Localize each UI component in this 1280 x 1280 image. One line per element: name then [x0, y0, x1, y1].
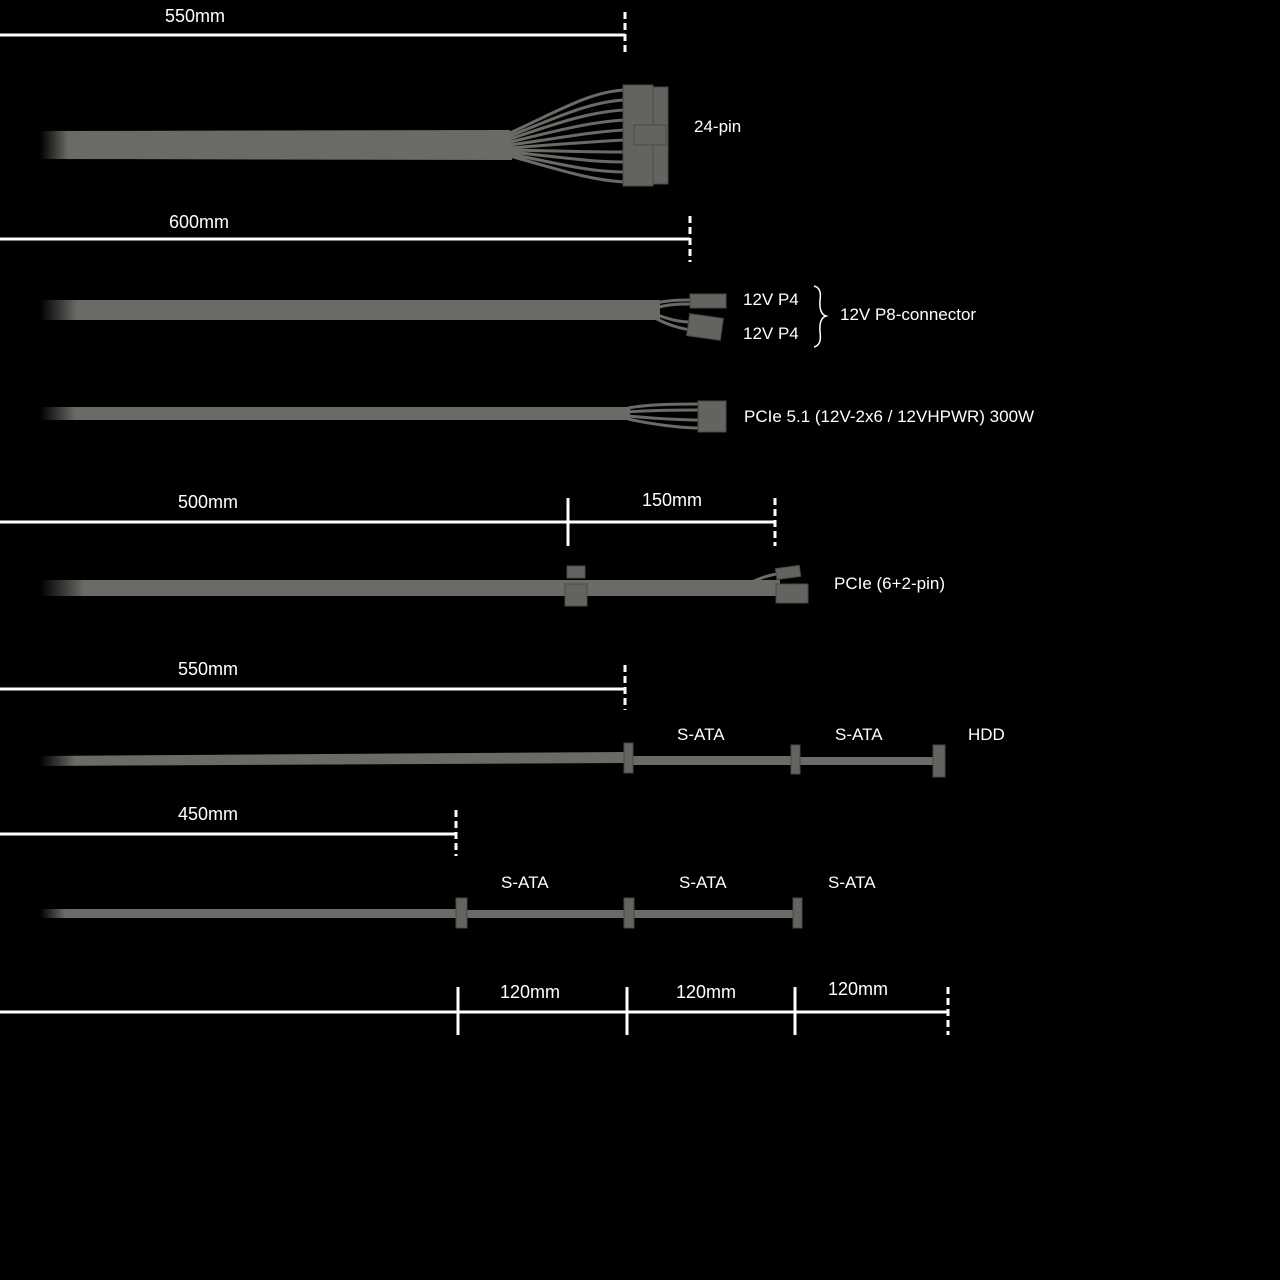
fan-wires — [509, 88, 625, 184]
connector-label: PCIe 5.1 (12V-2x6 / 12VHPWR) 300W — [744, 407, 1034, 426]
cable-segment — [466, 910, 624, 918]
sata-label-2: S-ATA — [679, 873, 727, 892]
hdd-molex-connector — [932, 744, 946, 778]
pcie-connector-2pin-a — [566, 565, 586, 579]
cable-sata: 450mm S-ATA S-ATA S-ATA 120mm 120mm 120m… — [0, 804, 950, 1035]
cable-sleeve — [40, 909, 458, 918]
cable-24-pin: 550mm 24-pin — [0, 6, 741, 187]
connector-label: PCIe (6+2-pin) — [834, 574, 945, 593]
hdd-label: HDD — [968, 725, 1005, 744]
cable-segment — [634, 910, 793, 918]
sata-label-3: S-ATA — [828, 873, 876, 892]
p4-connector-1 — [689, 293, 727, 309]
sata-label-2: S-ATA — [835, 725, 883, 744]
sata-connector-3 — [792, 897, 803, 929]
connector-label: 24-pin — [694, 117, 741, 136]
cable-pcie: 500mm 150mm PCIe (6+2-pin) — [0, 490, 945, 607]
length-label: 550mm — [165, 6, 225, 26]
segment-length-2: 120mm — [676, 982, 736, 1002]
pcie-connector-6pin-b — [775, 583, 809, 604]
brace — [813, 285, 829, 348]
length-label: 600mm — [169, 212, 229, 232]
segment-length-1: 120mm — [500, 982, 560, 1002]
length-label: 450mm — [178, 804, 238, 824]
length-label: 550mm — [178, 659, 238, 679]
cable-sleeve — [40, 300, 660, 320]
p4-label-1: 12V P4 — [743, 290, 799, 309]
p4-label-2: 12V P4 — [743, 324, 799, 343]
cable-pcie5: PCIe 5.1 (12V-2x6 / 12VHPWR) 300W — [40, 400, 1034, 433]
length-label-2: 150mm — [642, 490, 702, 510]
sata-connector-2 — [790, 744, 801, 775]
segment-length-3: 120mm — [828, 979, 888, 999]
pcie-connector-2pin-b — [774, 564, 802, 581]
pcie-connector-6pin-a — [564, 583, 588, 607]
cable-sleeve — [40, 752, 625, 766]
cable-sata-hdd: 550mm S-ATA S-ATA HDD — [0, 659, 1005, 778]
cable-segment — [798, 757, 935, 765]
cable-sleeve — [40, 407, 630, 420]
12vhpwr-connector — [697, 400, 727, 433]
p4-connector-2 — [686, 313, 724, 341]
cable-sleeve — [40, 580, 780, 596]
sata-label-1: S-ATA — [501, 873, 549, 892]
sata-connector-2 — [623, 897, 635, 929]
cable-segment — [632, 756, 792, 765]
sata-label-1: S-ATA — [677, 725, 725, 744]
sata-connector-1 — [455, 897, 468, 929]
connector-latch — [633, 124, 667, 146]
group-label: 12V P8-connector — [840, 305, 976, 324]
cable-cpu: 600mm 12V P4 12V P4 12V P8-connector — [0, 212, 976, 348]
cable-sleeve — [40, 130, 512, 160]
length-label-1: 500mm — [178, 492, 238, 512]
sata-connector-1 — [623, 742, 634, 774]
